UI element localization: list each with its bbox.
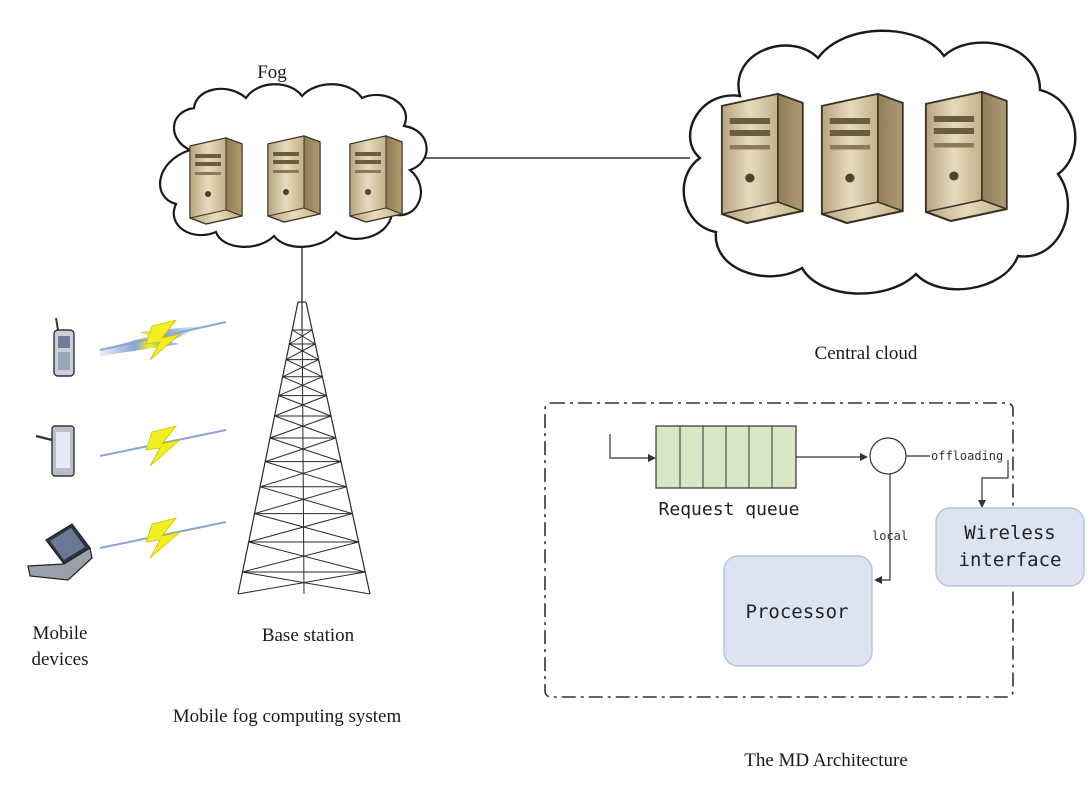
- wireless-interface-label-line2: interface: [959, 549, 1062, 571]
- fog-server-2-icon: [267, 135, 321, 223]
- cloud-server-2-icon: [820, 92, 904, 225]
- wireless-bolt-3-icon: [99, 517, 227, 559]
- system-caption: Mobile fog computing system: [173, 706, 402, 727]
- fog-server-3-icon: [349, 135, 403, 223]
- base-station-tower: [237, 300, 371, 595]
- tower-lattice: [237, 329, 371, 595]
- dispatcher-node: [869, 437, 907, 475]
- central-cloud-label: Central cloud: [815, 343, 918, 364]
- fog-label: Fog: [257, 62, 287, 83]
- cloud-server-1-icon: [720, 92, 804, 225]
- laptop-icon: [27, 523, 93, 581]
- mobile-devices-label-line1: Mobile: [33, 623, 88, 644]
- queue-input-arrow: [609, 434, 654, 459]
- base-station-label: Base station: [262, 625, 355, 646]
- local-arrow: [880, 474, 891, 581]
- fog-cloud: [159, 83, 428, 248]
- cloud-server-3-icon: [924, 90, 1008, 223]
- wireless-interface-box: [935, 507, 1085, 587]
- request-queue: [655, 425, 797, 489]
- offloading-arrow: [981, 460, 1009, 504]
- wireless-interface-label-line1: Wireless: [964, 522, 1056, 544]
- central-cloud: [682, 29, 1077, 295]
- processor-label: Processor: [746, 601, 849, 623]
- processor-box: [723, 555, 873, 667]
- local-label: local: [872, 529, 908, 543]
- wireless-bolt-2-icon: [99, 425, 227, 467]
- mobile-devices-label-line2: devices: [32, 649, 89, 670]
- wireless-bolt-1-icon: [99, 319, 227, 361]
- md-architecture-caption: The MD Architecture: [744, 750, 908, 771]
- offloading-label: offloading: [931, 449, 1003, 463]
- tablet-icon: [35, 425, 75, 477]
- fog-server-1-icon: [189, 137, 243, 225]
- phone-icon: [53, 317, 75, 377]
- request-queue-label: Request queue: [659, 499, 800, 520]
